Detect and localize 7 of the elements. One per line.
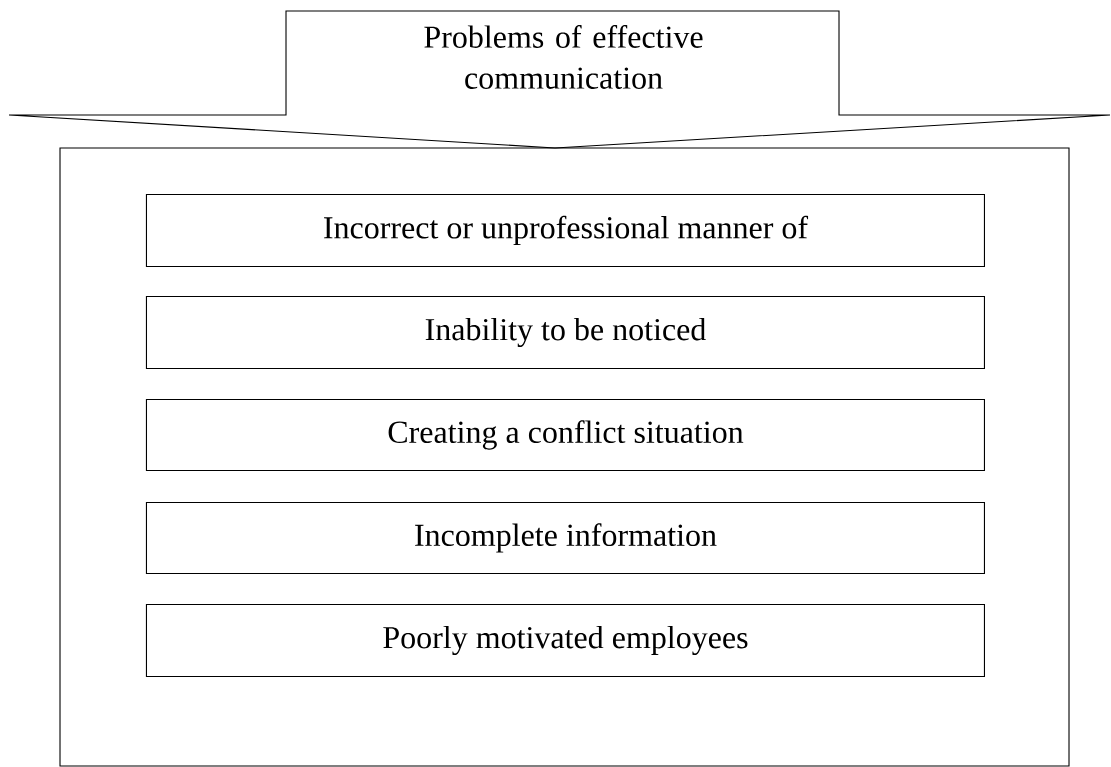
text-box: Creating a conflict situation — [145, 398, 985, 471]
arrow-callout: Problems of effective communication — [8, 10, 1111, 149]
text-box: Incomplete information — [145, 501, 985, 574]
text-box: Poorly motivated employees — [145, 603, 985, 677]
outer-frame — [59, 147, 1070, 767]
text-box: Inability to be noticed — [145, 295, 985, 369]
text-box: Incorrect or unprofessional manner of — [145, 193, 985, 267]
